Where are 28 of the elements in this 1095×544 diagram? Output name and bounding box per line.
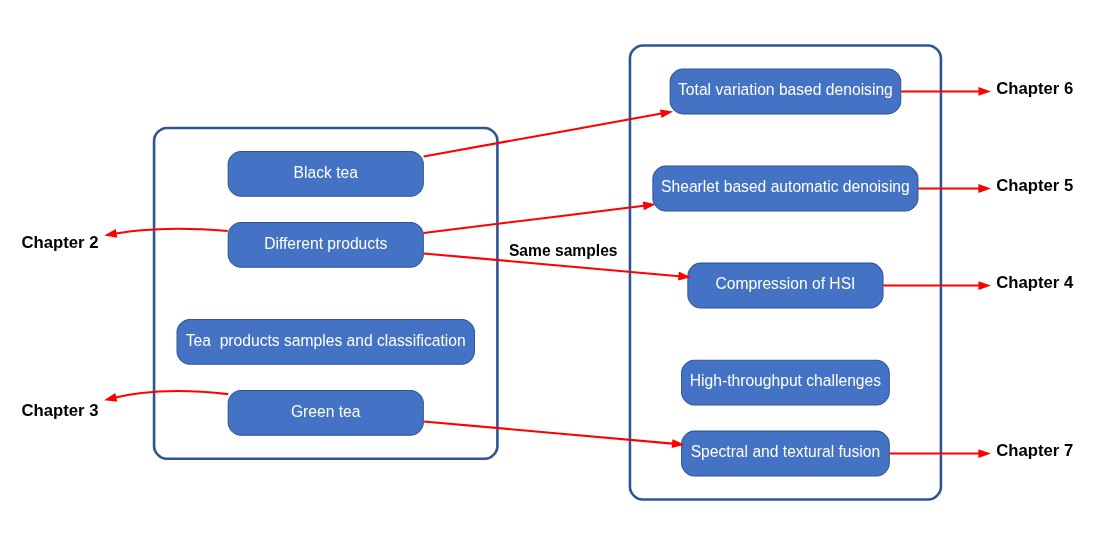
node-box: Green tea — [227, 389, 424, 436]
edge-label: Same samples — [508, 241, 618, 259]
arrow — [423, 108, 674, 157]
node-text: Chapter 5 — [996, 175, 1074, 195]
node-box: Different products — [227, 221, 424, 268]
node-box: Total variation based denoising — [669, 68, 902, 114]
node-text: Chapter 6 — [996, 78, 1074, 98]
node-text: Chapter 2 — [21, 232, 99, 252]
node-box: Shearlet based automatic denoising — [652, 165, 919, 211]
node-box: Tea products samples and classification — [176, 318, 475, 365]
node-box: Spectral and textural fusion — [681, 430, 890, 476]
node-text: Chapter 7 — [996, 440, 1074, 460]
node-text: Chapter 4 — [996, 272, 1074, 292]
node-box: Compression of HSI — [687, 262, 884, 308]
arrow — [423, 201, 656, 234]
node-box: High-throughput challenges — [681, 359, 890, 406]
arrow — [104, 389, 229, 402]
arrow — [104, 227, 228, 238]
cluster — [628, 43, 943, 501]
arrow — [901, 86, 991, 96]
arrow — [423, 251, 691, 280]
arrow — [423, 419, 685, 448]
node-box: Black tea — [227, 150, 424, 197]
arrow — [918, 183, 991, 193]
node-text: Chapter 3 — [21, 400, 99, 420]
arrow — [883, 280, 992, 290]
cluster — [152, 126, 499, 460]
arrow — [889, 448, 991, 458]
